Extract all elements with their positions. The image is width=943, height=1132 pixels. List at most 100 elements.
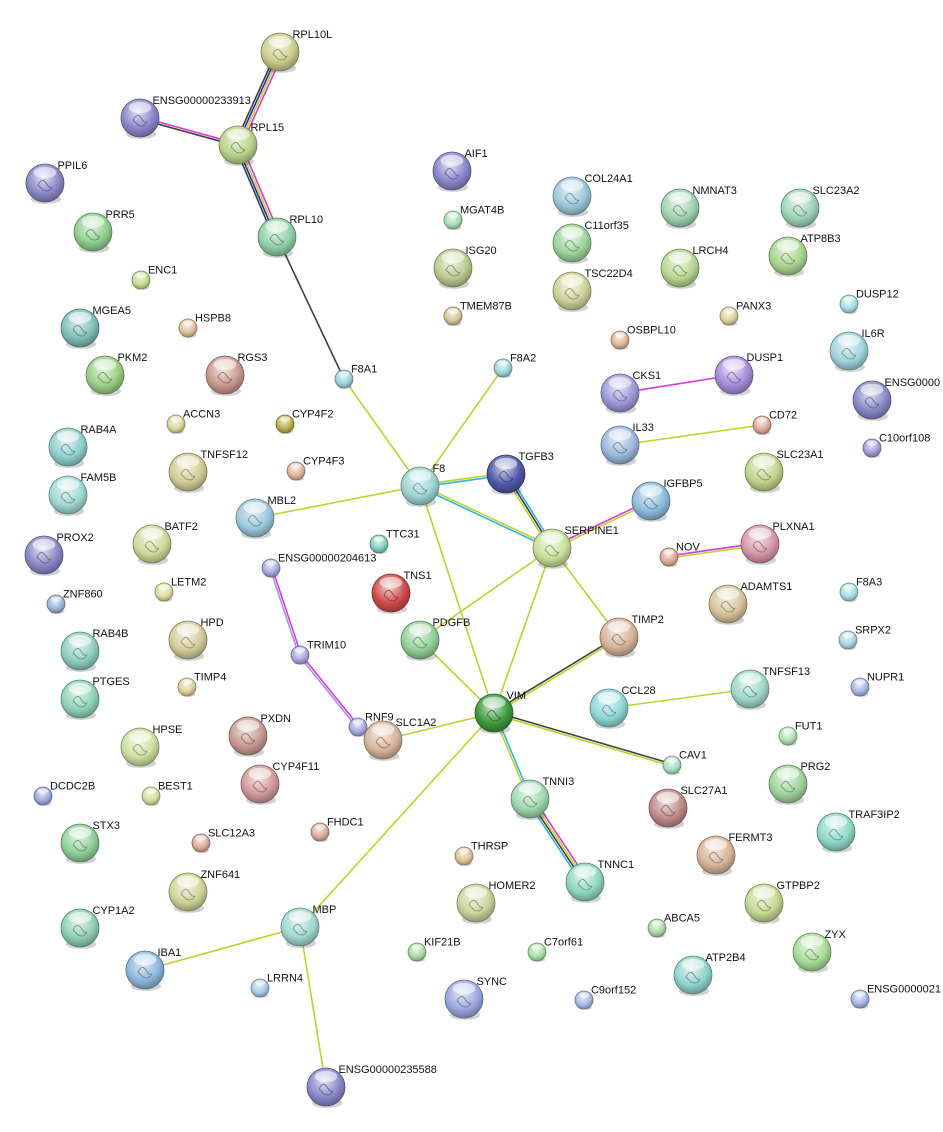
node-zyx[interactable]: ZYX bbox=[792, 929, 847, 973]
node-mbl2[interactable]: MBL2 bbox=[235, 495, 296, 539]
node-mbp[interactable]: MBP bbox=[280, 904, 336, 948]
edge-ccl28-tnfsf13[interactable] bbox=[608, 688, 751, 709]
node-igfbp5[interactable]: IGFBP5 bbox=[631, 478, 703, 522]
node-il33[interactable]: IL33 bbox=[600, 422, 654, 466]
node-znf641[interactable]: ZNF641 bbox=[168, 869, 240, 913]
node-homer2[interactable]: HOMER2 bbox=[456, 880, 536, 924]
node-col24a1[interactable]: COL24A1 bbox=[552, 173, 633, 217]
node-cyp4f11[interactable]: CYP4F11 bbox=[240, 761, 319, 805]
edge-vim-timp2[interactable] bbox=[493, 635, 620, 715]
node-gtpbp2[interactable]: GTPBP2 bbox=[744, 880, 820, 924]
node-znf860[interactable]: ZNF860 bbox=[46, 588, 103, 614]
node-prox2[interactable]: PROX2 bbox=[24, 532, 94, 576]
node-tmem87b[interactable]: TMEM87B bbox=[443, 300, 512, 326]
node-c11orf35[interactable]: C11orf35 bbox=[552, 220, 629, 264]
node-batf2[interactable]: BATF2 bbox=[132, 521, 198, 565]
node-stx3[interactable]: STX3 bbox=[60, 820, 120, 864]
node-atp8b3[interactable]: ATP8B3 bbox=[768, 233, 841, 277]
node-rpl10l[interactable]: RPL10L bbox=[260, 29, 332, 73]
node-vim[interactable]: VIM bbox=[474, 690, 526, 734]
node-abca5[interactable]: ABCA5 bbox=[647, 912, 700, 938]
node-slc23a2[interactable]: SLC23A2 bbox=[780, 185, 860, 229]
edge-vim-mbp[interactable] bbox=[299, 712, 495, 928]
edge-vim-cav1[interactable] bbox=[493, 711, 673, 767]
node-letm2[interactable]: LETM2 bbox=[154, 576, 206, 602]
node-best1[interactable]: BEST1 bbox=[141, 780, 193, 806]
node-enc1[interactable]: ENC1 bbox=[131, 264, 177, 290]
edge-f8a1-f8[interactable] bbox=[343, 378, 421, 487]
node-rab4a[interactable]: RAB4A bbox=[48, 424, 117, 468]
node-rab4b[interactable]: RAB4B bbox=[60, 628, 129, 672]
node-ensg00000204613[interactable]: ENSG00000204613 bbox=[261, 552, 376, 578]
node-rgs3[interactable]: RGS3 bbox=[205, 352, 267, 396]
node-mgat4b[interactable]: MGAT4B bbox=[443, 204, 504, 230]
node-il6r[interactable]: IL6R bbox=[829, 328, 885, 372]
node-rpl15[interactable]: RPL15 bbox=[218, 122, 284, 166]
node-panx3[interactable]: PANX3 bbox=[719, 300, 771, 326]
node-srpx2[interactable]: SRPX2 bbox=[838, 624, 891, 650]
node-lrch4[interactable]: LRCH4 bbox=[660, 245, 729, 289]
node-pkm2[interactable]: PKM2 bbox=[85, 352, 147, 396]
node-pdgfb[interactable]: PDGFB bbox=[400, 617, 470, 661]
node-fut1[interactable]: FUT1 bbox=[778, 720, 822, 746]
node-ppil6[interactable]: PPIL6 bbox=[25, 160, 87, 204]
node-dcdc2b[interactable]: DCDC2B bbox=[33, 780, 95, 806]
node-mgea5[interactable]: MGEA5 bbox=[60, 305, 131, 349]
node-plxna1[interactable]: PLXNA1 bbox=[740, 521, 815, 565]
edge-serpine1-vim[interactable] bbox=[493, 547, 553, 714]
node-f8a2[interactable]: F8A2 bbox=[493, 352, 536, 378]
node-hspb8[interactable]: HSPB8 bbox=[178, 312, 231, 338]
node-f8a1[interactable]: F8A1 bbox=[334, 363, 377, 389]
node-isg20[interactable]: ISG20 bbox=[433, 245, 497, 289]
node-cks1[interactable]: CKS1 bbox=[600, 370, 661, 414]
node-c9orf152[interactable]: C9orf152 bbox=[574, 984, 636, 1010]
node-sync[interactable]: SYNC bbox=[444, 976, 507, 1020]
node-f8[interactable]: F8 bbox=[400, 463, 445, 507]
node-cav1[interactable]: CAV1 bbox=[662, 749, 707, 775]
node-hpse[interactable]: HPSE bbox=[120, 724, 182, 768]
node-ensg0000[interactable]: ENSG0000 bbox=[852, 377, 940, 421]
edge-trim10-rnf9[interactable] bbox=[298, 653, 360, 729]
node-dusp12[interactable]: DUSP12 bbox=[839, 288, 899, 314]
node-slc12a3[interactable]: SLC12A3 bbox=[191, 827, 255, 853]
node-kif21b[interactable]: KIF21B bbox=[407, 936, 461, 962]
edge-f8a2-f8[interactable] bbox=[419, 367, 504, 487]
node-rpl10[interactable]: RPL10 bbox=[257, 214, 323, 258]
node-tsc22d4[interactable]: TSC22D4 bbox=[552, 268, 633, 312]
node-slc1a2[interactable]: SLC1A2 bbox=[363, 717, 436, 761]
node-serpine1[interactable]: SERPINE1 bbox=[532, 525, 619, 569]
edge-mbl2-f8[interactable] bbox=[254, 485, 421, 519]
node-fhdc1[interactable]: FHDC1 bbox=[310, 816, 364, 842]
node-c7orf61[interactable]: C7orf61 bbox=[527, 936, 583, 962]
node-f8a3[interactable]: F8A3 bbox=[839, 576, 882, 602]
node-cd72[interactable]: CD72 bbox=[752, 409, 797, 435]
node-tnnc1[interactable]: TNNC1 bbox=[565, 859, 634, 903]
node-timp2[interactable]: TIMP2 bbox=[599, 614, 664, 658]
node-prr5[interactable]: PRR5 bbox=[73, 209, 135, 253]
node-fermt3[interactable]: FERMT3 bbox=[696, 832, 772, 876]
node-tnfsf13[interactable]: TNFSF13 bbox=[730, 666, 810, 710]
edge-rpl10-f8a1[interactable] bbox=[276, 236, 345, 380]
node-slc23a1[interactable]: SLC23A1 bbox=[744, 449, 824, 493]
node-tgfb3[interactable]: TGFB3 bbox=[486, 451, 554, 495]
node-nov[interactable]: NOV bbox=[659, 541, 700, 567]
node-accn3[interactable]: ACCN3 bbox=[166, 408, 220, 434]
node-cyp4f2[interactable]: CYP4F2 bbox=[275, 408, 334, 434]
node-trim10[interactable]: TRIM10 bbox=[290, 639, 346, 665]
node-fam5b[interactable]: FAM5B bbox=[48, 472, 117, 516]
edge-f8-vim[interactable] bbox=[419, 485, 495, 714]
node-tns1[interactable]: TNS1 bbox=[371, 570, 432, 614]
node-dusp1[interactable]: DUSP1 bbox=[714, 352, 783, 396]
node-ccl28[interactable]: CCL28 bbox=[589, 685, 656, 729]
node-timp4[interactable]: TIMP4 bbox=[177, 671, 226, 697]
node-hpd[interactable]: HPD bbox=[168, 617, 224, 661]
node-atp2b4[interactable]: ATP2B4 bbox=[673, 952, 746, 996]
node-ensg00000235588[interactable]: ENSG00000235588 bbox=[306, 1064, 437, 1108]
node-tnfsf12[interactable]: TNFSF12 bbox=[168, 449, 248, 493]
node-osbpl10[interactable]: OSBPL10 bbox=[610, 324, 676, 350]
node-ttc31[interactable]: TTC31 bbox=[369, 528, 420, 554]
node-ensg00000233913[interactable]: ENSG00000233913 bbox=[120, 95, 251, 139]
edge-mbp-ensg00000235588[interactable] bbox=[299, 926, 327, 1088]
node-nupr1[interactable]: NUPR1 bbox=[850, 671, 904, 697]
